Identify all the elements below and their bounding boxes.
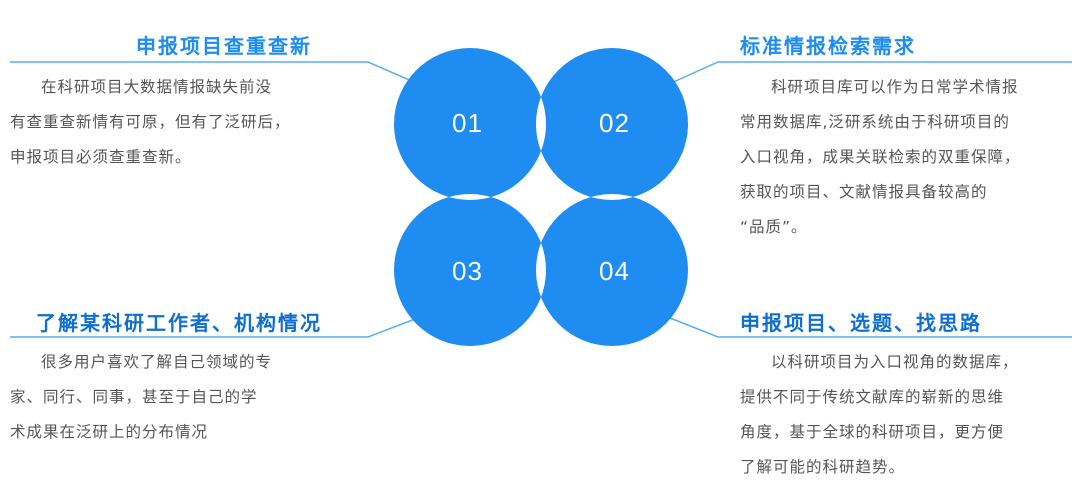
connector-top-left (10, 61, 429, 89)
petal-02 (536, 48, 688, 200)
connector-top-right (659, 61, 1072, 89)
section-body-bottom-right: 以科研项目为入口视角的数据库， 提供不同于传统文献库的崭新的思维 角度，基于全球… (740, 345, 1019, 485)
section-title-top-left: 申报项目查重查新 (136, 34, 312, 58)
petal-03 (394, 194, 546, 346)
text-line: 有查重查新情有可原，但有了泛研后， (10, 113, 291, 131)
text-line: 家、同行、同事，甚至于自己的学 (10, 388, 258, 406)
petal-01 (394, 48, 546, 200)
section-title-bottom-left: 了解某科研工作者、机构情况 (36, 311, 322, 335)
text-line: 申报项目必须查重查新。 (10, 148, 192, 166)
text-line: 了解可能的科研趋势。 (740, 458, 906, 476)
petal-label-03: 03 (452, 256, 483, 286)
section-title-bottom-right: 申报项目、选题、找思路 (740, 311, 982, 335)
text-line: 科研项目库可以作为日常学术情报 (771, 78, 1019, 96)
text-line: 术成果在泛研上的分布情况 (10, 423, 209, 441)
petal-04 (536, 194, 688, 346)
text-line: 很多用户喜欢了解自己领域的专 (41, 353, 273, 371)
connector-lines (10, 61, 1072, 338)
petal-label-04: 04 (599, 256, 630, 286)
petal-label-01: 01 (452, 108, 483, 138)
text-line: 提供不同于传统文献库的崭新的思维 (740, 388, 1005, 406)
text-line: 角度，基于全球的科研项目，更方便 (740, 423, 1005, 441)
petal-label-02: 02 (599, 108, 630, 138)
petals (394, 48, 688, 346)
section-body-top-left: 在科研项目大数据情报缺失前没 有查重查新情有可原，但有了泛研后， 申报项目必须查… (10, 70, 291, 175)
text-line: 入口视角，成果关联检索的双重保障， (740, 148, 1021, 166)
section-title-top-right: 标准情报检索需求 (740, 34, 916, 58)
text-line: 获取的项目、文献情报具备较高的 (740, 183, 988, 201)
text-line: 常用数据库,泛研系统由于科研项目的 (740, 113, 1010, 131)
text-line: 以科研项目为入口视角的数据库， (771, 353, 1019, 371)
text-line: 在科研项目大数据情报缺失前没 (41, 78, 273, 96)
text-line: “品质”。 (740, 218, 808, 236)
four-petal-diagram (10, 48, 1072, 346)
section-body-bottom-left: 很多用户喜欢了解自己领域的专 家、同行、同事，甚至于自己的学 术成果在泛研上的分… (10, 345, 272, 450)
connector-bottom-right (659, 313, 1072, 338)
section-body-top-right: 科研项目库可以作为日常学术情报 常用数据库,泛研系统由于科研项目的 入口视角，成… (740, 70, 1021, 245)
connector-bottom-left (10, 313, 429, 338)
